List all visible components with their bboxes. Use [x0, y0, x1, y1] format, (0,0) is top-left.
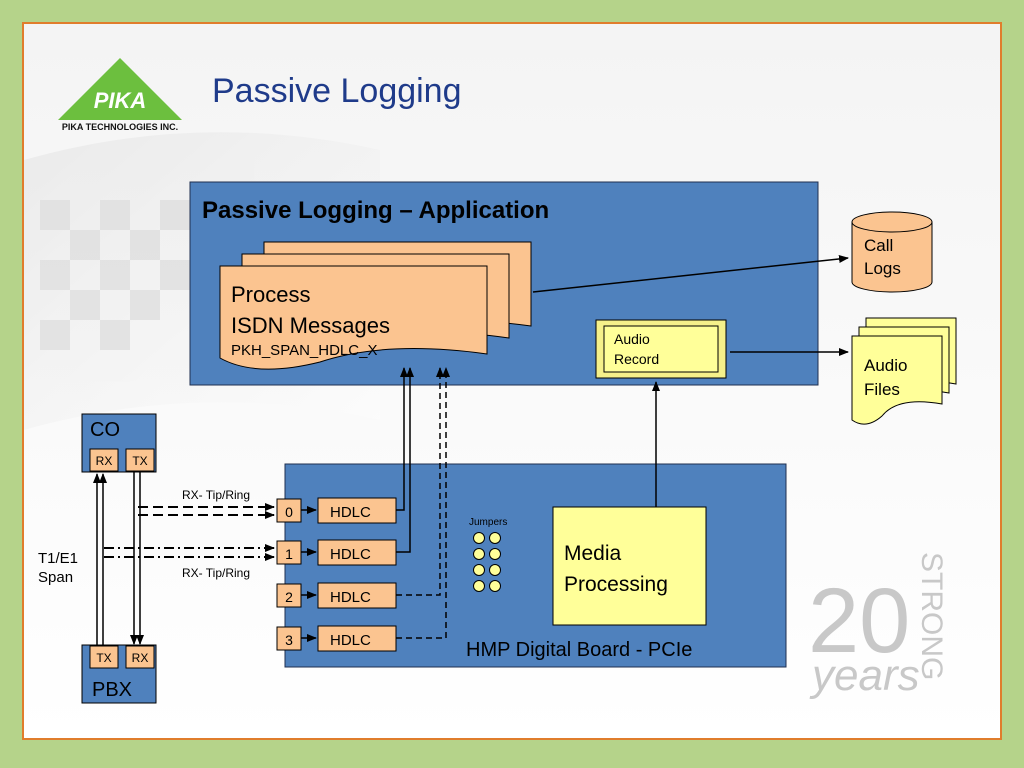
- audio-files-line1: Audio: [864, 356, 907, 375]
- hdlc-to-process-solid: [396, 367, 414, 553]
- pbx-label: PBX: [92, 679, 132, 701]
- media-processing-line2: Processing: [564, 573, 668, 596]
- logo-company: PIKA TECHNOLOGIES INC.: [62, 122, 178, 132]
- process-document-stack: [219, 241, 532, 370]
- media-processing-line1: Media: [564, 542, 622, 565]
- jumpers-icon: [473, 532, 501, 592]
- port-2-label: 2: [285, 589, 293, 605]
- watermark-number: 20: [808, 570, 910, 672]
- hdlc-0-label: HDLC: [330, 504, 371, 521]
- rx-tip-ring-label-bottom: RX- Tip/Ring: [182, 566, 250, 580]
- audio-files-stack-icon: [851, 317, 957, 425]
- hdlc-3-label: HDLC: [330, 632, 371, 649]
- pbx-rx-label: RX: [132, 651, 149, 665]
- co-rx-label: RX: [96, 454, 113, 468]
- watermark-20-years-strong: 20 years STRONG: [808, 552, 948, 700]
- port-3-label: 3: [285, 632, 293, 648]
- logo-brand: PIKA: [94, 88, 147, 113]
- process-doc-line2: ISDN Messages: [231, 313, 390, 338]
- hdlc-3: [317, 625, 397, 652]
- pbx-tx-label: TX: [96, 651, 111, 665]
- rx-tip-ring-label-top: RX- Tip/Ring: [182, 488, 250, 502]
- call-logs-cylinder-icon: [851, 211, 933, 293]
- audio-record-line2: Record: [614, 351, 659, 367]
- slide-title: Passive Logging: [212, 72, 462, 110]
- audio-files-line2: Files: [864, 380, 900, 399]
- hdlc-2: [317, 582, 397, 609]
- span-lines: [93, 472, 144, 646]
- call-logs-line1: Call: [864, 236, 893, 255]
- pika-logo: PIKA PIKA TECHNOLOGIES INC.: [58, 58, 182, 132]
- watermark-word-years: years: [809, 651, 920, 700]
- watermark-word-strong: STRONG: [915, 552, 948, 680]
- tap-lines-port1: [104, 544, 275, 561]
- media-processing-box: [552, 506, 707, 626]
- hdlc-2-label: HDLC: [330, 589, 371, 606]
- audio-record-box: [595, 319, 727, 379]
- application-box-title: Passive Logging – Application: [202, 197, 549, 224]
- jumpers-label: Jumpers: [469, 517, 507, 528]
- tap-lines-port0: [138, 503, 275, 519]
- process-doc-line1: Process: [231, 282, 310, 307]
- call-logs-line2: Logs: [864, 259, 901, 278]
- span-label-line2: Span: [38, 569, 73, 586]
- port-0-label: 0: [285, 504, 293, 520]
- port-1-label: 1: [285, 546, 293, 562]
- co-tx-label: TX: [132, 454, 147, 468]
- process-doc-line3: PKH_SPAN_HDLC_X: [231, 342, 377, 359]
- arrow-to-call-logs: [532, 254, 849, 293]
- span-label-line1: T1/E1: [38, 550, 78, 567]
- hdlc-1-label: HDLC: [330, 546, 371, 563]
- hdlc-1: [317, 539, 397, 566]
- co-label: CO: [90, 419, 120, 441]
- hdlc-to-process-dashed: [396, 367, 450, 639]
- audio-record-line1: Audio: [614, 331, 650, 347]
- logo-triangle-icon: [58, 58, 182, 120]
- hdlc-0: [317, 497, 397, 524]
- board-label: HMP Digital Board - PCIe: [466, 639, 692, 661]
